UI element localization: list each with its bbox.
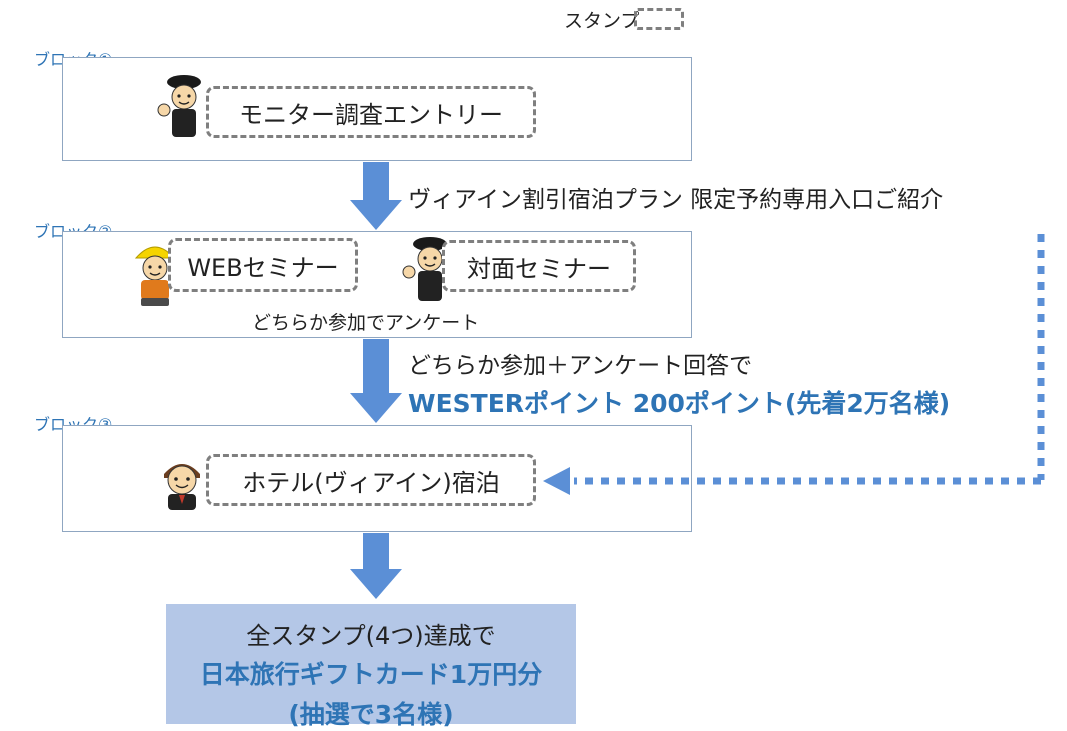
reward-line-2: 日本旅行ギフトカード1万円分 [199, 660, 543, 689]
reward-line-1: 全スタンプ(4つ)達成で [246, 622, 496, 650]
stamp-monitor-entry: モニター調査エントリー [206, 86, 536, 138]
plan-caption: ヴィアイン割引宿泊プラン 限定予約専用入口ご紹介 [408, 187, 944, 213]
stamp-legend-box [634, 8, 684, 30]
flow-arrow-2 [350, 339, 402, 425]
stamp-face-seminar: 対面セミナー [442, 240, 636, 292]
stamp-web-seminar: WEBセミナー [168, 238, 358, 292]
worker-character-icon [134, 246, 176, 306]
answer-caption: どちらか参加＋アンケート回答で [408, 353, 753, 379]
hotel-staff-character-icon [164, 464, 200, 510]
flow-arrow-3 [350, 533, 402, 599]
reward-box: 全スタンプ(4つ)達成で 日本旅行ギフトカード1万円分 (抽選で3名様) [166, 604, 576, 729]
stamp-legend-label: スタンプ [564, 10, 640, 32]
stamp-hotel-stay: ホテル(ヴィアイン)宿泊 [206, 454, 536, 506]
reward-line-3: (抽選で3名様) [288, 700, 454, 729]
block-2-note: どちらか参加でアンケート [252, 312, 480, 334]
points-caption: WESTERポイント 200ポイント(先着2万名様) [408, 389, 951, 418]
flow-arrow-1 [350, 162, 402, 230]
conductor-character-icon [157, 75, 201, 137]
